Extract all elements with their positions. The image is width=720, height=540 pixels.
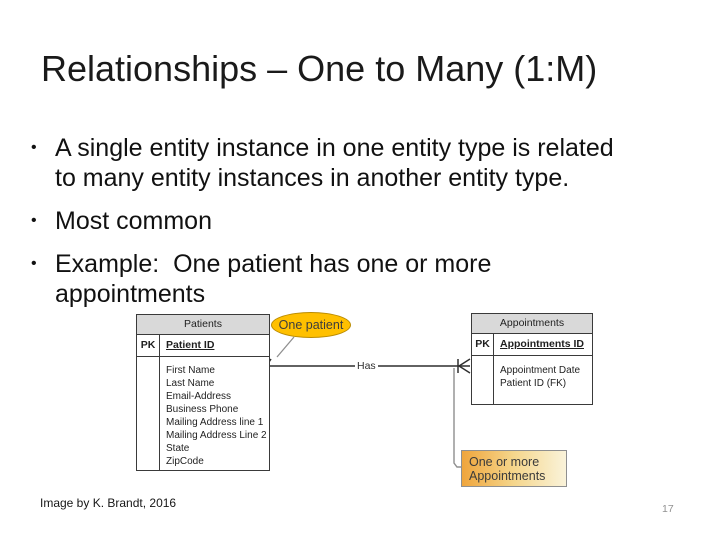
callout-line: Appointments bbox=[469, 469, 546, 483]
appointments-table-body: Appointment Date Patient ID (FK) bbox=[472, 356, 592, 404]
field: First Name bbox=[166, 365, 215, 376]
one-or-more-appointments-callout: One or more Appointments bbox=[461, 450, 567, 487]
field: Last Name bbox=[166, 378, 215, 389]
bullet-text: A single entity instance in one entity t… bbox=[55, 134, 614, 192]
patients-pk-field: Patient ID bbox=[166, 339, 215, 351]
one-patient-callout: One patient bbox=[271, 312, 351, 338]
field: State bbox=[166, 443, 190, 454]
bullet-list: • A single entity instance in one entity… bbox=[31, 133, 703, 322]
bullet-icon: • bbox=[31, 139, 37, 156]
field: Patient ID (FK) bbox=[500, 378, 567, 389]
crow-foot-lower-icon bbox=[458, 365, 471, 374]
appointments-entity-table: Appointments PK Appointments ID Appointm… bbox=[471, 313, 593, 405]
patients-table-title: Patients bbox=[137, 315, 269, 335]
crow-foot-upper-icon bbox=[458, 358, 471, 367]
patients-table-body: First Name Last Name Email-Address Busin… bbox=[137, 357, 269, 470]
bullet-item: • A single entity instance in one entity… bbox=[31, 133, 703, 193]
bullet-item: • Most common bbox=[31, 206, 703, 236]
pk-label: PK bbox=[472, 334, 494, 355]
field: Email-Address bbox=[166, 391, 232, 402]
field: Mailing Address line 1 bbox=[166, 417, 264, 428]
patients-entity-table: Patients PK Patient ID First Name Last N… bbox=[136, 314, 270, 471]
pk-label: PK bbox=[137, 335, 160, 356]
callout-drop-line bbox=[453, 368, 461, 468]
field: ZipCode bbox=[166, 456, 204, 467]
appointments-table-title: Appointments bbox=[472, 314, 592, 334]
bullet-icon: • bbox=[31, 212, 37, 229]
bullet-icon: • bbox=[31, 255, 37, 272]
appointments-field-list: Appointment Date Patient ID (FK) bbox=[494, 356, 580, 404]
field: Mailing Address Line 2 bbox=[166, 430, 267, 441]
pk-column bbox=[472, 356, 494, 404]
relationship-label: Has bbox=[355, 360, 378, 372]
field: Appointment Date bbox=[500, 365, 581, 376]
bullet-item: • Example: One patient has one or more a… bbox=[31, 249, 703, 309]
patients-pk-row: PK Patient ID bbox=[137, 335, 269, 357]
image-credit: Image by K. Brandt, 2016 bbox=[40, 496, 177, 510]
appointments-pk-row: PK Appointments ID bbox=[472, 334, 592, 356]
bullet-text: Most common bbox=[55, 207, 212, 235]
page-number: 17 bbox=[662, 503, 674, 515]
slide-title: Relationships – One to Many (1:M) bbox=[41, 48, 598, 89]
callout-leader-line bbox=[276, 336, 295, 358]
patients-field-list: First Name Last Name Email-Address Busin… bbox=[160, 357, 267, 470]
appointments-pk-field: Appointments ID bbox=[500, 338, 584, 350]
bullet-text: Example: One patient has one or more app… bbox=[55, 250, 492, 308]
pk-column bbox=[137, 357, 160, 470]
callout-line: One or more bbox=[469, 455, 540, 469]
field: Business Phone bbox=[166, 404, 239, 415]
